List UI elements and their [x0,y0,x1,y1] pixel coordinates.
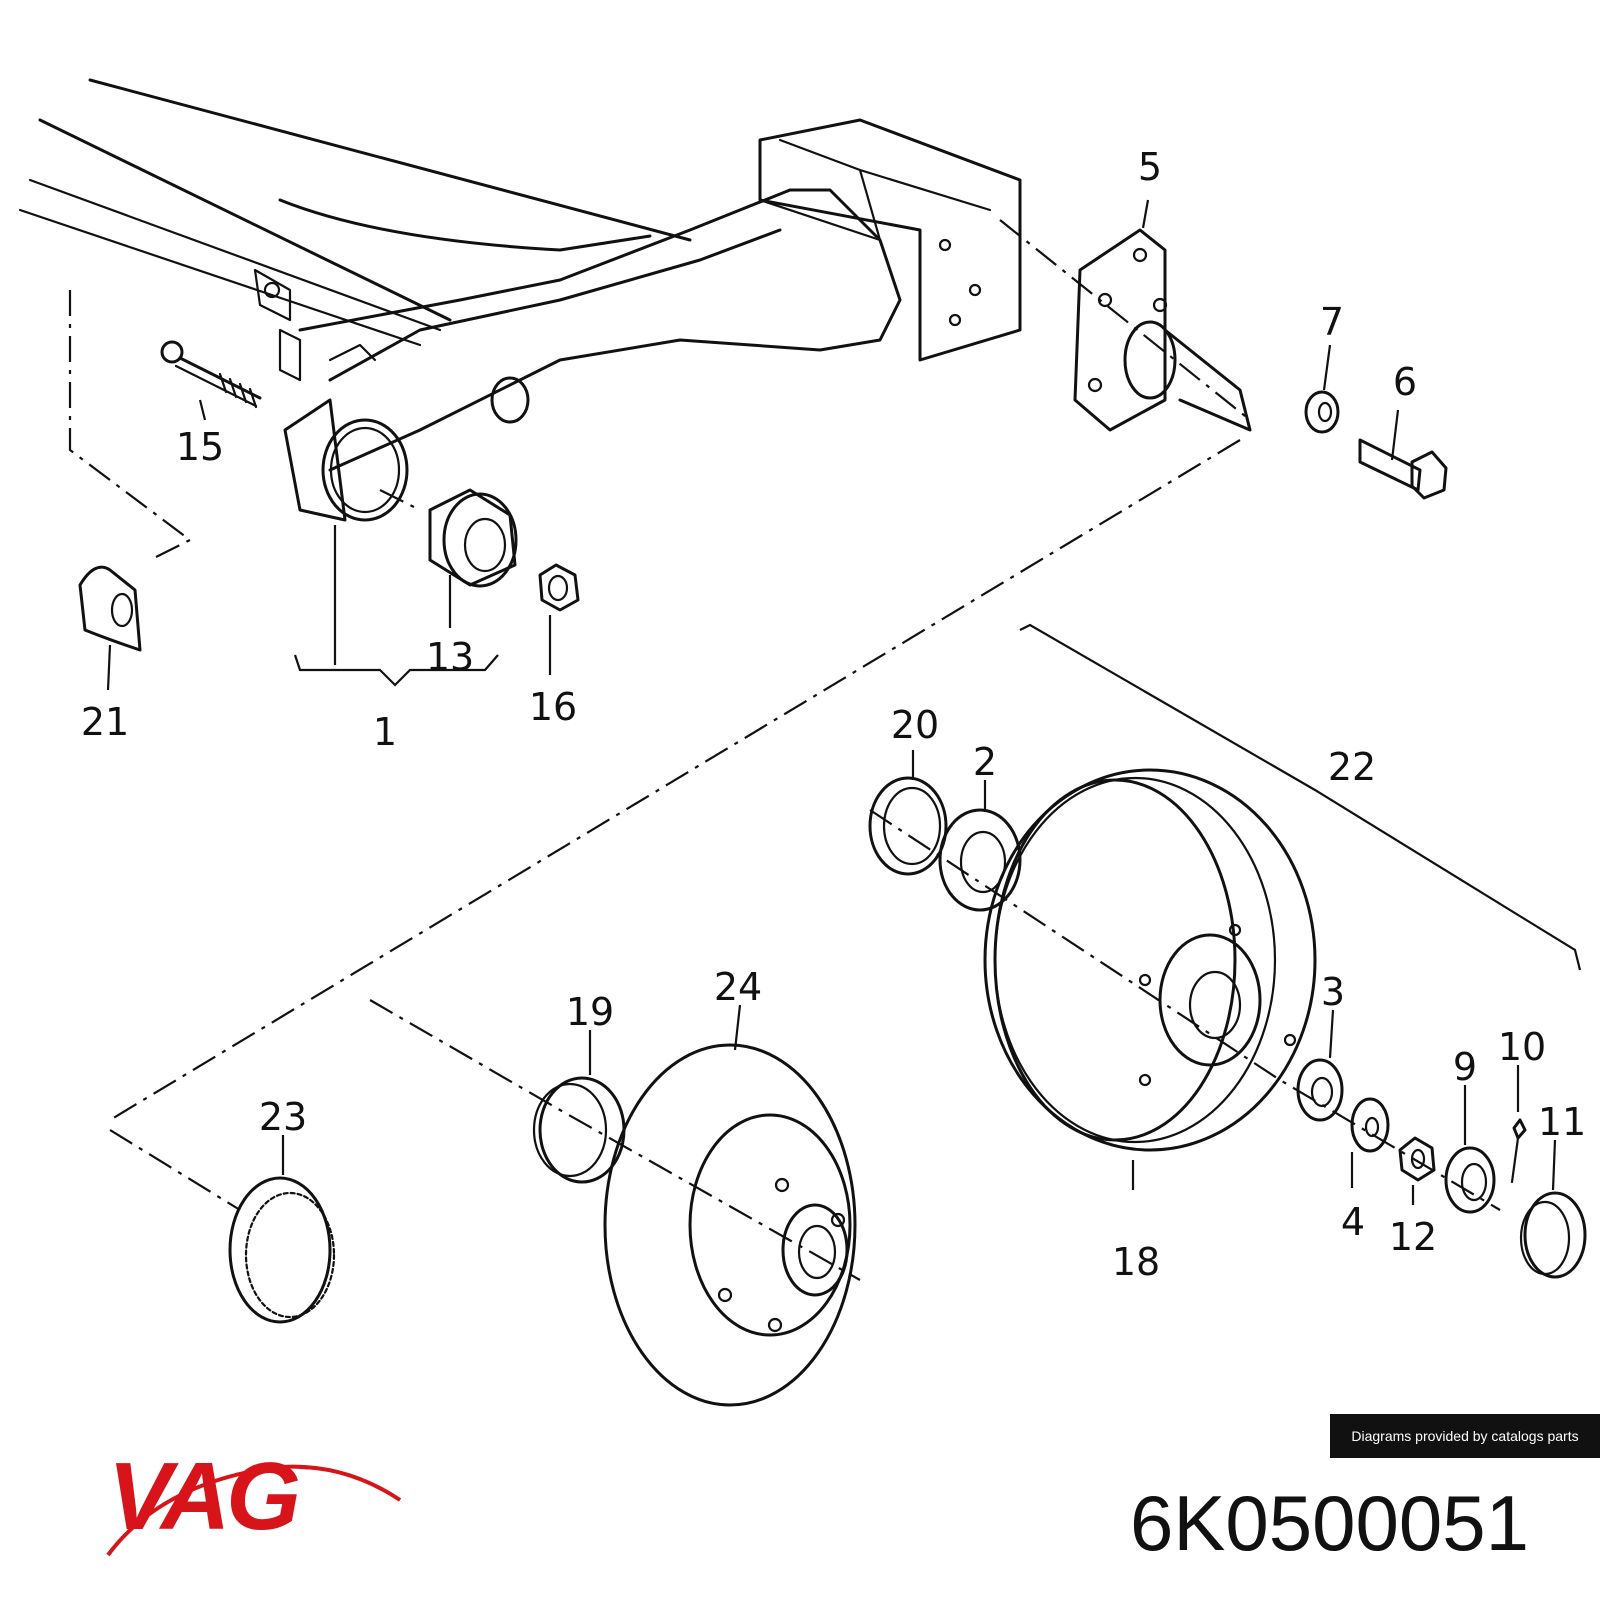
callout-5: 5 [1138,145,1162,189]
bearing-3 [1296,1058,1344,1122]
center-lines [68,219,1582,1281]
abs-ring-23 [228,1176,336,1324]
nut-12 [1398,1136,1436,1182]
callout-7: 7 [1320,300,1344,344]
bolt-6 [1358,438,1448,500]
callout-10: 10 [1498,1025,1546,1069]
callout-3: 3 [1321,970,1345,1014]
grease-cap-11 [1519,1191,1587,1279]
part-number: 6K0500051 [1130,1479,1530,1567]
bushing-13 [428,488,518,588]
washer-4 [1350,1097,1390,1153]
callout-23: 23 [259,1095,307,1139]
nut-16 [538,563,580,612]
callout-4: 4 [1341,1200,1365,1244]
brand-logo-swoosh [106,1464,402,1557]
diagram-credit-badge: Diagrams provided by catalogs parts [1330,1414,1600,1458]
lock-ring-9 [1444,1146,1496,1214]
callout-19: 19 [566,990,614,1034]
callout-22: 22 [1328,745,1376,789]
callout-20: 20 [891,703,939,747]
callout-15: 15 [176,425,224,469]
brand-logo-text: VAG [108,1443,301,1550]
callout-16: 16 [529,685,577,729]
callout-11: 11 [1538,1100,1586,1144]
callout-numbers: 1 2 3 4 5 6 7 9 10 11 12 13 15 16 18 19 … [81,145,1586,1284]
seal-20 [868,776,948,876]
bearing-2 [938,808,1022,912]
brake-disc-24 [603,1043,857,1407]
callout-12: 12 [1389,1215,1437,1259]
brake-drum-18 [983,768,1317,1152]
callout-6: 6 [1393,360,1417,404]
callout-13: 13 [426,635,474,679]
stub-axle-5 [1073,228,1252,432]
callout-9: 9 [1453,1045,1477,1089]
washer-7 [1304,390,1340,434]
callout-24: 24 [714,965,762,1009]
bolt-15 [160,340,262,409]
callout-18: 18 [1112,1240,1160,1284]
pad-21 [78,565,142,652]
axle-beam [18,78,1022,522]
callout-1: 1 [373,710,397,754]
callout-21: 21 [81,700,129,744]
cotter-pin-10 [1510,1118,1527,1184]
leader-lines [106,199,1557,1205]
callout-2: 2 [973,740,997,784]
